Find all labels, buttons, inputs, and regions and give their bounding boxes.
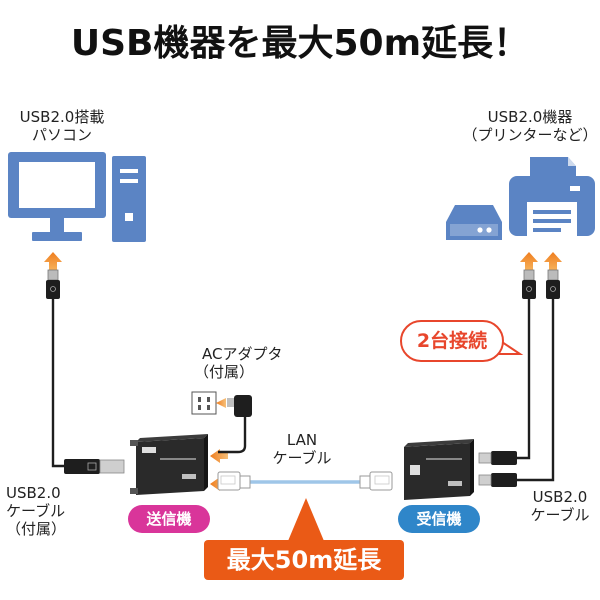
- right-cable-label-line: ケーブル: [530, 506, 590, 524]
- sender-badge: 送信機: [128, 505, 210, 533]
- device-label-line: USB2.0機器: [487, 108, 573, 126]
- lan-cable-label: LAN ケーブル: [252, 431, 352, 467]
- two-devices-bubble: 2台接続: [400, 320, 504, 362]
- device-label-line: （プリンターなど）: [462, 126, 598, 144]
- left-cable-label-line: USB2.0: [6, 484, 61, 502]
- pc-icon: [8, 152, 146, 242]
- lan-cable-label-line: LAN: [286, 431, 318, 449]
- printer-icon: [509, 157, 595, 243]
- receiver-device-icon: [404, 439, 474, 500]
- page-title: USB機器を最大50m延長！: [70, 23, 530, 64]
- pc-label: USB2.0搭載 パソコン: [6, 108, 118, 144]
- ac-outlet-icon: [191, 391, 217, 415]
- left-cable-label-line: （付属）: [6, 520, 67, 538]
- hard-drive-icon: [446, 205, 502, 240]
- ac-adapter-icon: [216, 395, 252, 454]
- ac-adapter-label-line: （付属）: [194, 363, 255, 381]
- lan-cable: [217, 471, 393, 491]
- pc-label-line: パソコン: [31, 126, 92, 144]
- ac-adapter-label: ACアダプタ （付属）: [194, 345, 304, 381]
- receiver-badge: 受信機: [398, 505, 480, 533]
- max-extension-banner: 最大50m延長: [204, 540, 404, 580]
- ac-adapter-label-line: ACアダプタ: [202, 345, 283, 363]
- usb-b-plug-icon: [64, 459, 125, 474]
- right-cable-label-line: USB2.0: [532, 488, 588, 506]
- usb-cable: [51, 299, 555, 482]
- left-cable-label-line: ケーブル: [6, 502, 66, 520]
- device-label: USB2.0機器 （プリンターなど）: [460, 108, 600, 144]
- right-cable-label: USB2.0 ケーブル: [520, 488, 600, 524]
- banner-pointer-icon: [288, 498, 324, 541]
- sender-device-icon: [130, 434, 208, 495]
- lan-cable-label-line: ケーブル: [272, 449, 332, 467]
- usb-plug-icon: [46, 269, 560, 299]
- usb-plug-icon: [478, 451, 517, 487]
- left-cable-label: USB2.0 ケーブル （付属）: [6, 484, 96, 538]
- arrow-up-icon: [44, 252, 562, 270]
- pc-label-line: USB2.0搭載: [19, 108, 105, 126]
